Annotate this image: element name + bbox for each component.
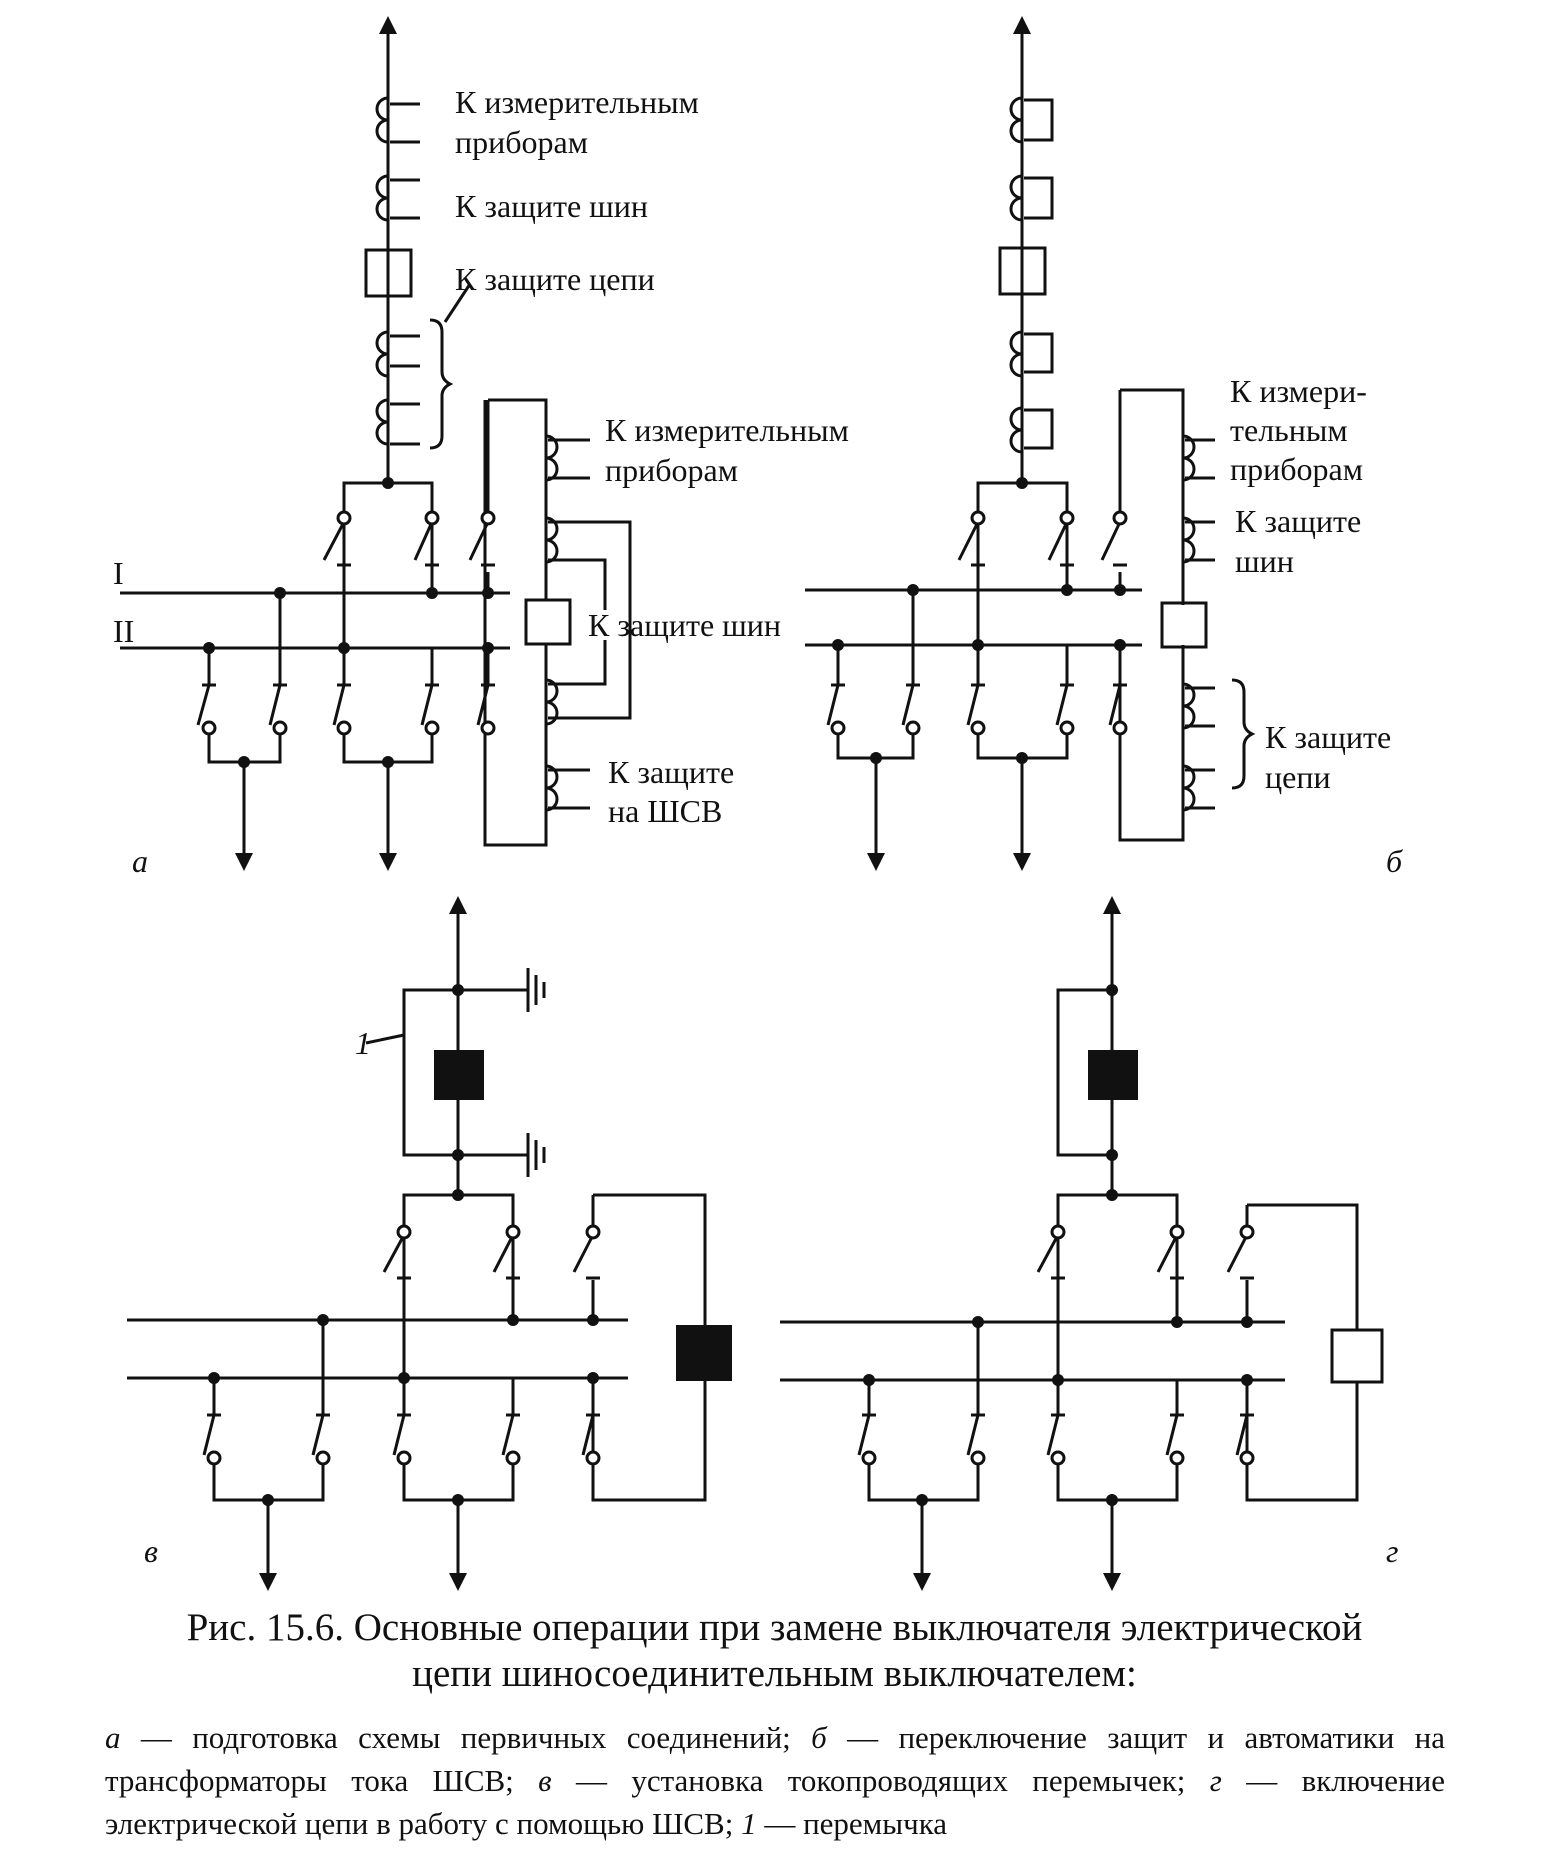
label-b-meters-3: приборам bbox=[1230, 451, 1363, 487]
caption-line-1: Рис. 15.6. Основные операции при замене … bbox=[186, 1606, 1363, 1649]
label-b-circuit-2: цепи bbox=[1265, 759, 1331, 795]
panel-a-contacts bbox=[201, 510, 496, 736]
label-a-circuit-protection: К защите цепи bbox=[455, 261, 655, 297]
legend-key-c: в bbox=[538, 1763, 552, 1798]
panel-b-nodes bbox=[832, 477, 1126, 764]
legend-key-d: г bbox=[1209, 1763, 1222, 1798]
jumper-number-label: 1 bbox=[355, 1025, 371, 1061]
panel-c: 1 в bbox=[127, 896, 732, 1591]
legend-key-1: 1 bbox=[741, 1806, 757, 1841]
panel-c-contacts bbox=[206, 1224, 601, 1466]
panel-b-wiring bbox=[805, 16, 1256, 871]
panel-d-wiring bbox=[780, 896, 1359, 1591]
legend-key-a: а bbox=[105, 1720, 121, 1755]
label-b-bus-2: шин bbox=[1235, 543, 1294, 579]
panel-c-nodes bbox=[208, 984, 599, 1506]
legend-text-d: — включение электрической цепи в работу … bbox=[105, 1763, 1446, 1841]
label-a-meters-2: приборам bbox=[455, 124, 588, 160]
figure-caption: Рис. 15.6. Основные операции при замене … bbox=[0, 1605, 1549, 1697]
panel-c-wiring bbox=[127, 896, 707, 1591]
panel-b-contacts bbox=[830, 510, 1128, 736]
label-a-bsv-protection-2: на ШСВ bbox=[608, 793, 722, 829]
panel-b: К измери- тельным приборам К защите шин … bbox=[805, 16, 1403, 879]
panel-a-feeder-breaker bbox=[364, 248, 413, 298]
label-a-meters-1: К измерительным bbox=[455, 84, 699, 120]
label-b-circuit-1: К защите bbox=[1265, 719, 1391, 755]
panel-b-feeder-breaker bbox=[998, 246, 1047, 296]
legend-text-c: — установка токопроводящих перемычек; bbox=[551, 1763, 1210, 1798]
panel-b-tag: б bbox=[1386, 843, 1403, 879]
panel-d-coupler-breaker bbox=[1330, 1328, 1384, 1384]
panel-d: г bbox=[780, 896, 1398, 1591]
label-a-bus-protection: К защите шин bbox=[455, 188, 648, 224]
label-a-bsv-meters-1: К измерительным bbox=[605, 412, 849, 448]
panel-d-nodes bbox=[863, 984, 1253, 1506]
figure-legend: а — подготовка схемы первичных соединени… bbox=[105, 1716, 1445, 1845]
bus-label-2: II bbox=[113, 613, 134, 649]
legend-text-a: — подготовка схемы первичных соединений; bbox=[120, 1720, 812, 1755]
legend-text-b: — переключение защит и автоматики на тра… bbox=[105, 1720, 1445, 1798]
legend-text-1: — перемычка bbox=[756, 1806, 948, 1841]
label-b-meters-1: К измери- bbox=[1230, 373, 1367, 409]
label-a-bsv-meters-2: приборам bbox=[605, 452, 738, 488]
panel-c-jumpered-breakers bbox=[434, 1050, 732, 1381]
panel-d-contacts bbox=[861, 1224, 1255, 1466]
legend-key-b: б bbox=[811, 1720, 827, 1755]
label-a-bsv-bus-protection: К защите шин bbox=[588, 607, 781, 643]
caption-line-2: цепи шиносоединительным выключателем: bbox=[412, 1652, 1137, 1695]
label-a-bsv-protection-1: К защите bbox=[608, 754, 734, 790]
label-b-meters-2: тельным bbox=[1230, 412, 1348, 448]
panel-a-nodes bbox=[203, 477, 494, 768]
label-b-bus-1: К защите bbox=[1235, 503, 1361, 539]
panel-a: I II К измерительным приборам К защите ш… bbox=[113, 16, 849, 879]
panel-c-tag: в bbox=[144, 1533, 158, 1569]
bus-label-1: I bbox=[113, 555, 124, 591]
panel-d-feeder-breaker bbox=[1088, 1050, 1138, 1100]
panel-d-tag: г bbox=[1386, 1533, 1398, 1569]
panel-a-tag: а bbox=[132, 843, 148, 879]
